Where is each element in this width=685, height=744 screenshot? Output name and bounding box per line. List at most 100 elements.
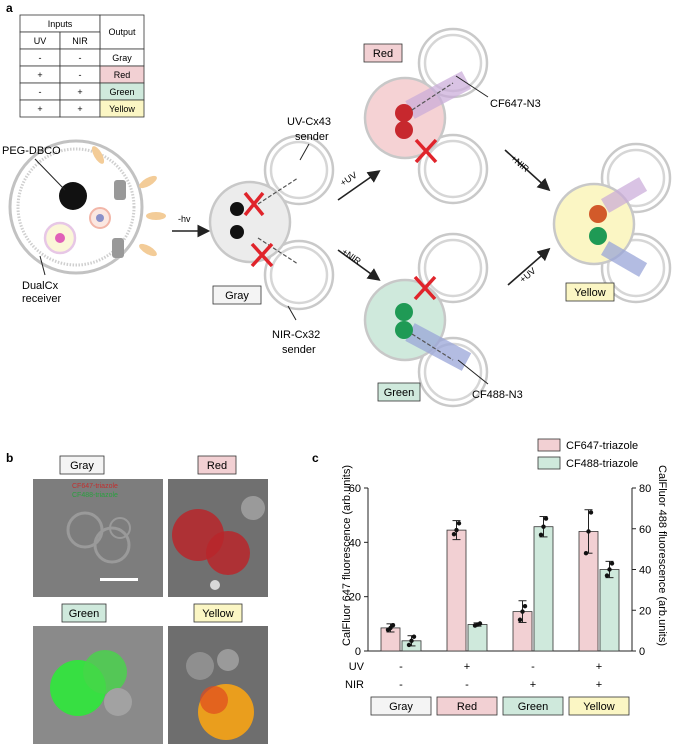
micrograph-green: [33, 626, 163, 744]
table-value-nir: +: [77, 104, 82, 114]
micrograph-legend-cf647: CF647-triazole: [72, 483, 118, 490]
data-point: [538, 532, 544, 538]
state-label-yellow: Yellow: [574, 287, 605, 299]
nir-arrow-label: +NIR: [340, 246, 363, 266]
table-value-output: Red: [114, 70, 131, 80]
y-axis-label-left: CalFluor 647 fluorescence (arb.units): [341, 465, 353, 646]
uv-sign: -: [531, 661, 535, 673]
x-tick-label: Green: [518, 701, 549, 713]
nir-sign: +: [530, 679, 536, 691]
state-label-red: Red: [373, 48, 393, 60]
uv-arrow-2-label: +UV: [518, 266, 538, 285]
bar: [446, 529, 467, 652]
micrograph-badge-red: [197, 455, 237, 475]
y-tick-label-left: 60: [349, 483, 361, 495]
data-point: [583, 551, 589, 556]
y-axis-label-right: CalFluor 488 fluorescence (arb.units): [656, 465, 668, 646]
y-tick-label-right: 0: [639, 646, 645, 658]
micrograph-label-gray: Gray: [70, 460, 94, 472]
green-state-diagram: [363, 232, 489, 408]
nir-sender-label-1: NIR-Cx32: [272, 329, 320, 341]
panel-label-b: b: [6, 451, 13, 465]
table-value-nir: -: [79, 70, 82, 80]
micrograph-red: [168, 479, 268, 597]
legend-label-cf647: CF647-triazole: [566, 440, 638, 452]
micrograph-badge-yellow: [193, 603, 243, 623]
data-point: [588, 510, 594, 515]
uv-arrow-label: +UV: [338, 170, 358, 188]
nir-sign: +: [596, 679, 602, 691]
data-point: [522, 603, 528, 609]
bar: [533, 526, 554, 652]
nir-arrow: [337, 249, 381, 281]
micrograph-yellow: [168, 626, 268, 744]
table-header-output: Output: [108, 27, 136, 37]
data-point: [406, 642, 412, 648]
chart-legend: CF647-triazole CF488-triazole: [537, 438, 638, 470]
data-point: [454, 527, 459, 533]
scale-bar: [100, 578, 138, 581]
gray-state-diagram: [208, 134, 335, 311]
bar: [599, 569, 620, 652]
peg-dbco-bead: [59, 182, 87, 210]
table-value-uv: +: [37, 70, 42, 80]
panel-label-a: a: [6, 1, 13, 15]
data-point: [586, 529, 591, 534]
y-tick-label-left: 40: [349, 537, 361, 549]
state-badge-red: [363, 43, 403, 63]
uv-sender-label-2: sender: [295, 131, 329, 143]
category-badge: [568, 696, 630, 716]
category-badge: [436, 696, 498, 716]
panel-label-c: c: [312, 451, 319, 465]
micrograph-badge-green: [61, 603, 107, 623]
data-point: [477, 621, 483, 626]
micrograph-label-red: Red: [207, 460, 227, 472]
micrograph-label-yellow: Yellow: [202, 608, 233, 620]
data-point: [451, 531, 457, 537]
table-value-output: Green: [109, 87, 134, 97]
data-point: [517, 617, 523, 622]
state-badge-green: [377, 382, 421, 402]
red-state-diagram: [363, 27, 489, 205]
y-tick-label-right: 40: [639, 565, 651, 577]
data-point: [607, 567, 612, 572]
y-tick-label-right: 80: [639, 483, 651, 495]
uv-arrow-2: [507, 247, 551, 286]
data-point: [409, 638, 414, 644]
legend-label-cf488: CF488-triazole: [566, 458, 638, 470]
micrograph-badge-gray: [59, 455, 105, 475]
data-point: [520, 609, 525, 614]
uv-row-label: UV: [349, 661, 365, 673]
cf488-label: CF488-N3: [472, 389, 523, 401]
table-col-nir: NIR: [72, 36, 88, 46]
category-badge: [502, 696, 564, 716]
receiver-vesicle: [8, 139, 166, 275]
data-point: [456, 521, 462, 526]
y-tick-label-left: 0: [355, 646, 361, 658]
x-tick-label: Gray: [389, 701, 413, 713]
legend-swatch-cf488: [537, 456, 561, 470]
data-point: [541, 524, 546, 529]
state-badge-gray: [212, 285, 262, 305]
cf647-label: CF647-N3: [490, 98, 541, 110]
table-header-inputs: Inputs: [48, 19, 73, 29]
table-cell-output: [99, 99, 145, 118]
hv-label: -hv: [178, 214, 191, 224]
nir-sign: -: [399, 679, 403, 691]
category-badge: [370, 696, 432, 716]
table-value-output: Yellow: [109, 104, 135, 114]
table-col-uv: UV: [34, 36, 47, 46]
bar: [467, 624, 488, 652]
data-point: [390, 622, 396, 628]
data-point: [604, 573, 610, 578]
table-value-uv: -: [39, 87, 42, 97]
x-tick-label: Yellow: [583, 701, 614, 713]
data-point: [609, 561, 615, 566]
uv-sign: -: [399, 661, 403, 673]
nir-sender-label-2: sender: [282, 344, 316, 356]
y-tick-label-right: 20: [639, 605, 651, 617]
uv-sign: +: [464, 661, 470, 673]
x-tick-label: Red: [457, 701, 477, 713]
receiver-label-1: DualCx: [22, 280, 59, 292]
